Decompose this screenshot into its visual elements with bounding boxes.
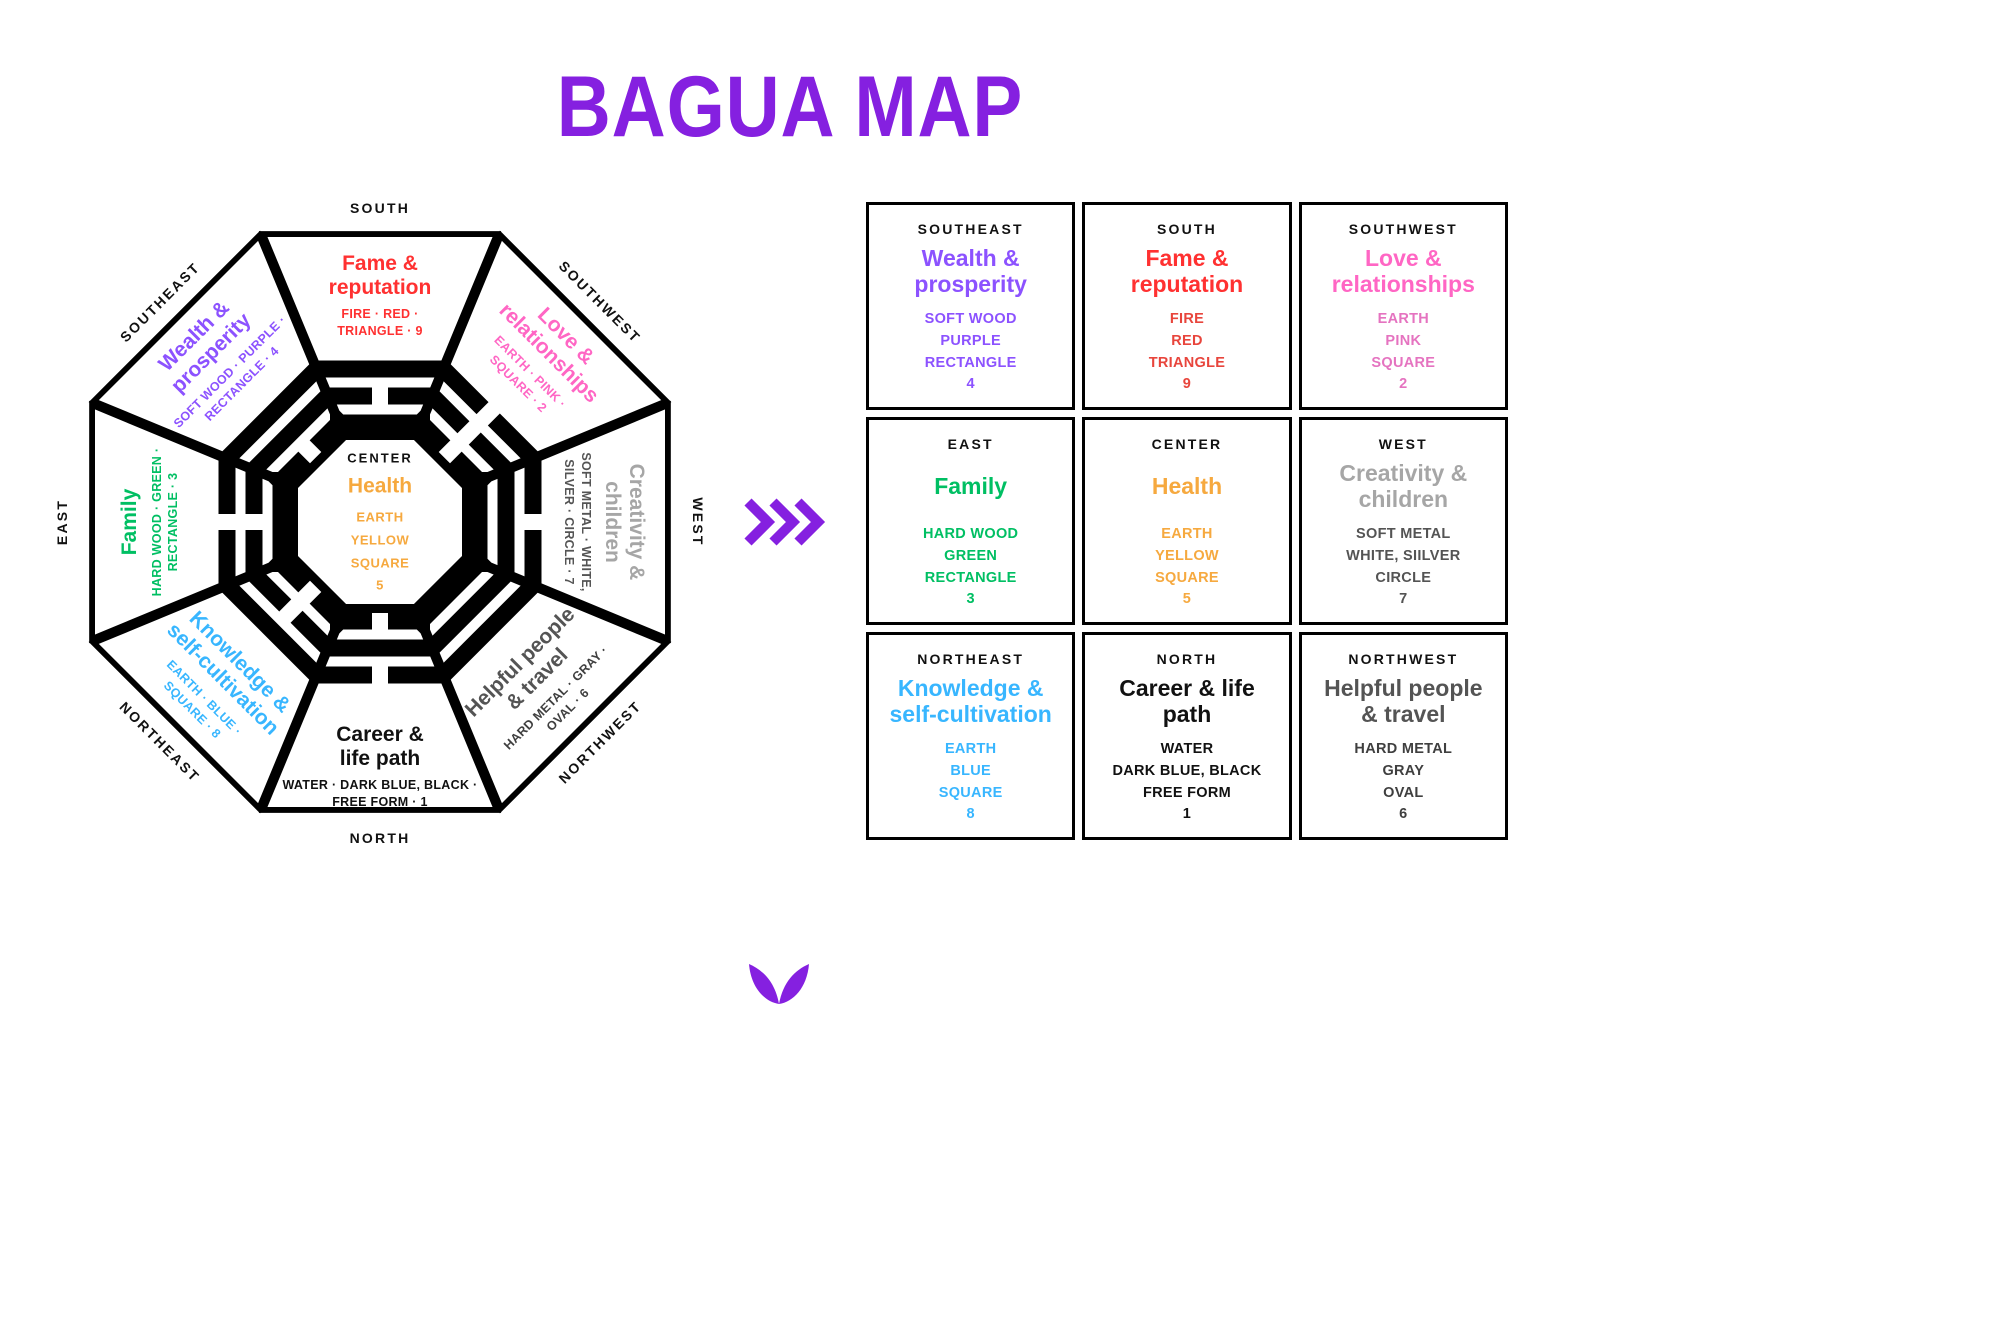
grid-cell-properties: HARD WOOD GREEN RECTANGLE 3 [922,526,1019,608]
octagon-center-properties: EARTH YELLOW SQUARE 5 [350,509,410,593]
octagon-section-title: Fame & reputation [328,252,432,299]
grid-cell-direction: NORTHWEST [1348,651,1459,667]
grid-cell-title: Family [934,473,1008,500]
grid-cell-direction: SOUTH [1156,221,1217,237]
grid-cell-properties: WATER DARK BLUE, BLACK FREE FORM 1 [1112,741,1262,823]
trigram-west-icon [470,456,542,588]
grid-cell-direction: SOUTHWEST [1348,221,1458,237]
direction-label-center: CENTER [347,450,413,466]
grid-cell-title: Knowledge & self-cultivation [889,675,1052,727]
grid-cell-properties: EARTH PINK SQUARE 2 [1371,311,1436,393]
bagua-octagon-diagram: SOUTH SOUTHEAST SOUTHWEST EAST WEST NORT… [54,200,706,846]
octagon-shape-center [292,434,468,610]
octagon-section-properties: WATER · DARK BLUE, BLACK · FREE FORM · 1 [282,778,478,810]
grid-cell-properties: EARTH YELLOW SQUARE 5 [1155,526,1219,608]
octagon-center-area: CENTER Health EARTH YELLOW SQUARE 5 [300,451,460,598]
grid-cell-title: Wealth & prosperity [914,245,1027,297]
grid-cell-direction: SOUTHEAST [917,221,1024,237]
octagon-sections-outline [88,230,672,814]
octagon-section-north: Career & life path WATER · DARK BLUE, BL… [260,723,500,811]
grid-cell-title: Career & life path [1119,675,1255,727]
octagon-section-properties: FIRE · RED · TRIANGLE · 9 [337,307,423,339]
octagon-section-title: Career & life path [336,723,424,770]
grid-cell-direction: NORTH [1156,651,1218,667]
octagon-center-title: Health [347,474,413,498]
grid-cell-direction: WEST [1378,436,1428,452]
grid-cell-properties: EARTH BLUE SQUARE 8 [938,741,1003,823]
trigram-southeast-icon [219,361,352,494]
page-title: BAGUA MAP [556,59,1024,155]
grid-cell-title: Helpful people & travel [1324,675,1483,727]
grid-cell-properties: SOFT METAL WHITE, SIILVER CIRCLE 7 [1346,526,1461,608]
direction-label-south: SOUTH [350,200,410,216]
direction-label-north: NORTH [349,830,411,846]
grid-cell-direction: CENTER [1151,436,1223,452]
grid-cell-properties: HARD METAL GRAY OVAL 6 [1354,741,1453,823]
grid-cell-title: Fame & reputation [1130,245,1244,297]
direction-label-east: EAST [54,498,70,546]
grid-cell-title: Creativity & children [1339,460,1468,512]
direction-label-west: WEST [690,497,706,547]
grid-cell-properties: FIRE RED TRIANGLE 9 [1148,311,1226,393]
chevrons-right-icon [744,498,826,546]
grid-cell-title: Health [1151,473,1223,500]
octagon-figure [88,230,672,814]
trigrams [218,360,542,684]
brand-leaf-icon [749,964,809,1004]
grid-cell-direction: NORTHEAST [917,651,1025,667]
grid-cell-properties: SOFT WOOD PURPLE RECTANGLE 4 [924,311,1017,393]
grid-cell-title: Love & relationships [1331,245,1475,297]
octagon-section-south: Fame & reputation FIRE · RED · TRIANGLE … [260,252,500,340]
grid-cell-direction: EAST [947,436,994,452]
